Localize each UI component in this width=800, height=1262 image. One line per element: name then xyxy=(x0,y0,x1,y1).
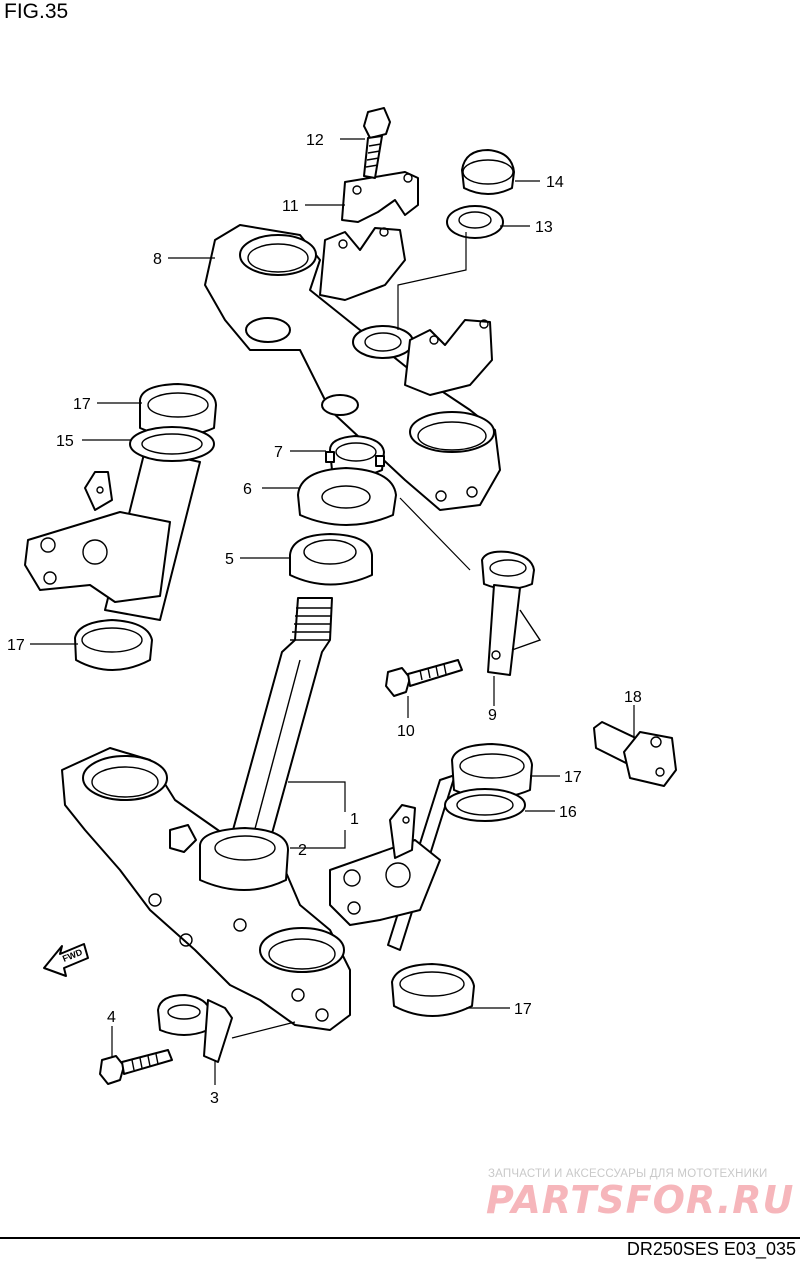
callout-labels: 12 11 8 14 13 17 15 7 6 5 17 18 10 9 17 … xyxy=(7,132,642,1107)
ignition-switch xyxy=(593,721,677,787)
leader-lines xyxy=(30,138,635,1085)
callout-2: 2 xyxy=(298,842,307,859)
callout-17-lower-right: 17 xyxy=(514,1001,532,1018)
right-cushion-ring xyxy=(444,788,526,822)
holder-bolt xyxy=(363,107,391,179)
callout-4: 4 xyxy=(107,1009,116,1026)
callout-3: 3 xyxy=(210,1090,219,1107)
callout-8: 8 xyxy=(153,251,162,268)
stem-bearing-upper xyxy=(289,533,373,586)
callout-17-upper-left: 17 xyxy=(73,396,91,413)
lower-bracket xyxy=(61,747,351,1031)
callout-5: 5 xyxy=(225,551,234,568)
left-headlight-bracket xyxy=(24,449,201,621)
handlebar-holder xyxy=(341,171,419,223)
callout-17-lower-left: 17 xyxy=(7,637,25,654)
guide-bolt xyxy=(385,659,463,697)
left-lower-grommet xyxy=(74,619,153,671)
upper-bracket xyxy=(204,224,501,511)
callout-12: 12 xyxy=(306,132,324,149)
callout-17-upper-right: 17 xyxy=(564,769,582,786)
callout-16: 16 xyxy=(559,804,577,821)
stem-washer xyxy=(446,205,504,239)
diagram-code: DR250SES E03_035 xyxy=(626,1239,796,1259)
callout-14: 14 xyxy=(546,174,564,191)
callout-7: 7 xyxy=(274,444,283,461)
left-cushion-ring xyxy=(129,426,215,462)
stem-cap xyxy=(461,149,515,195)
clamp-bolt xyxy=(99,1049,173,1085)
watermark-tagline: ЗАПЧАСТИ И АКСЕССУАРЫ ДЛЯ МОТОТЕХНИКИ xyxy=(488,1168,768,1180)
figure-title: FIG.35 xyxy=(4,0,69,23)
cable-clamp xyxy=(157,994,233,1063)
callout-18: 18 xyxy=(624,689,642,706)
right-headlight-bracket xyxy=(329,774,456,951)
steering-stem xyxy=(227,597,333,849)
dust-seal xyxy=(297,467,397,526)
callout-13: 13 xyxy=(535,219,553,236)
watermark-logo: PARTSFOR.RU xyxy=(486,1178,795,1222)
forward-direction-arrow: FWD xyxy=(43,943,89,977)
right-lower-grommet xyxy=(391,963,475,1017)
callout-10: 10 xyxy=(397,723,415,740)
callout-15: 15 xyxy=(56,433,74,450)
callout-11: 11 xyxy=(282,198,299,215)
callout-9: 9 xyxy=(488,707,497,724)
callout-6: 6 xyxy=(243,481,252,498)
callout-1: 1 xyxy=(350,811,359,828)
cable-guide xyxy=(481,550,542,676)
